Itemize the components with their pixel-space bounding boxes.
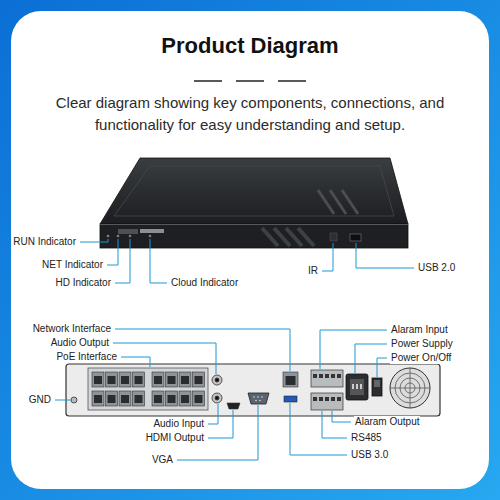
callout-label: RS485: [350, 432, 383, 444]
callout-label: HDMI Output: [145, 432, 205, 444]
page-title: Product Diagram: [0, 32, 500, 60]
callout-label: IR: [307, 265, 319, 277]
callout-label: Alaram Output: [354, 416, 420, 428]
callout-label: RUN Indicator: [12, 236, 77, 248]
callout-label: Power On/Off: [390, 352, 452, 364]
brand-logo: [140, 229, 164, 233]
title-dashes: [194, 80, 306, 82]
callout-label: NET Indicator: [41, 259, 104, 271]
indicator-leds: [107, 235, 152, 238]
callout-label: USB 2.0: [417, 262, 456, 274]
callout-label: Alaram Input: [390, 324, 449, 336]
intro-caption: Clear diagram showing key components, co…: [30, 92, 470, 136]
callout-label: Network Interface: [32, 323, 112, 335]
callout-label: GND: [28, 394, 52, 406]
callout-label: VGA: [151, 454, 174, 466]
white-card: [11, 11, 489, 489]
callout-label: Power Supply: [390, 338, 454, 350]
callout-label: Audio Output: [50, 337, 110, 349]
front-tag: [118, 229, 138, 234]
callout-label: HD Indicator: [54, 277, 112, 289]
callout-label: Cloud Indicator: [170, 277, 239, 289]
callout-label: PoE Interface: [55, 351, 118, 363]
callout-label: USB 3.0: [350, 449, 389, 461]
recorder-front-view: [100, 158, 408, 248]
callout-label: Audio Input: [152, 418, 205, 430]
ir-window: [330, 233, 337, 241]
recorder-rear-panel: [66, 364, 440, 416]
usb-port: [350, 234, 361, 241]
